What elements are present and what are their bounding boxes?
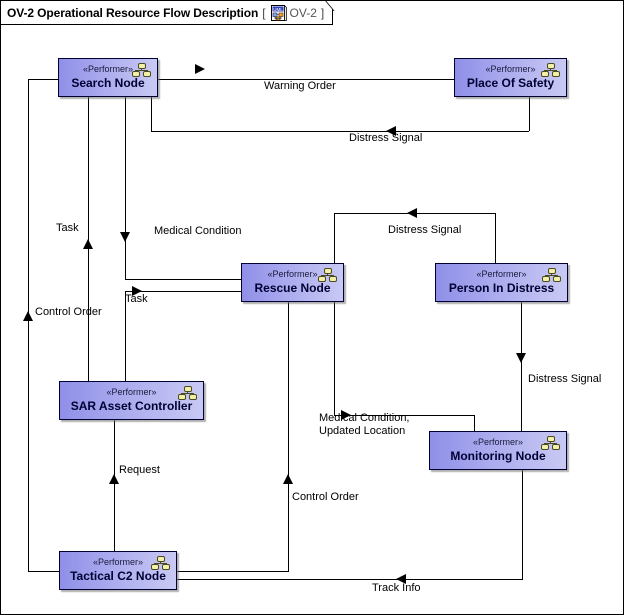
edge-mcul-h: [334, 415, 475, 416]
performer-icon: [542, 268, 562, 283]
edge-task-to-rescue-v: [125, 291, 126, 381]
edge-control-order-search-h-bottom: [28, 571, 59, 572]
node-stereotype: «Performer»: [485, 64, 536, 74]
node-label: Monitoring Node: [450, 449, 546, 463]
edge-distress-to-rescue-v-right: [495, 213, 496, 263]
edge-control-order-rescue-h: [177, 571, 289, 572]
performer-icon: [318, 268, 338, 283]
edge-distress-to-monitoring-v: [521, 302, 522, 431]
edge-task-to-rescue-arrowhead: [132, 286, 142, 296]
edge-distress-to-search-arrowhead: [386, 126, 396, 136]
performer-icon: [541, 63, 561, 78]
edge-medical-condition-v: [125, 97, 126, 280]
edge-label-control-order-rescue: Control Order: [292, 491, 359, 503]
edge-task-to-search-arrowhead: [83, 239, 93, 249]
edge-warning-order-arrowhead: [195, 64, 205, 74]
edge-distress-to-monitoring-arrowhead: [516, 353, 526, 363]
edge-track-info-v: [522, 470, 523, 580]
edge-label-task-to-search: Task: [56, 222, 79, 234]
edge-label-distress-to-search: Distress Signal: [349, 132, 423, 144]
node-stereotype: «Performer»: [472, 437, 524, 447]
node-label: Person In Distress: [448, 281, 555, 295]
node-sar-asset-controller[interactable]: «Performer» SAR Asset Controller: [59, 381, 204, 420]
edge-label-warning-order: Warning Order: [264, 80, 336, 92]
node-search-node[interactable]: «Performer» Search Node: [58, 58, 158, 97]
node-label: Search Node: [71, 76, 145, 90]
edge-task-to-rescue-h: [125, 291, 241, 292]
edge-distress-to-rescue-v-left: [334, 213, 335, 263]
diagram-ref-label: OV-2: [289, 5, 317, 20]
node-monitoring-node[interactable]: «Performer» Monitoring Node: [429, 431, 567, 470]
edge-medical-condition-arrowhead: [120, 232, 130, 242]
uml-diagram-icon: UML: [270, 4, 287, 21]
edge-distress-to-search-h: [151, 131, 529, 132]
node-person-in-distress[interactable]: «Performer» Person In Distress: [435, 263, 568, 302]
edge-control-order-rescue-arrowhead: [283, 474, 293, 484]
edge-mcul-arrowhead: [341, 410, 351, 420]
performer-icon: [178, 386, 198, 401]
edge-request-v: [114, 420, 115, 551]
edge-warning-order-line: [158, 79, 454, 80]
edge-control-order-search-v: [28, 79, 29, 572]
bracket-close: ]: [320, 5, 325, 20]
svg-text:UML: UML: [273, 7, 283, 12]
node-stereotype: «Performer»: [476, 269, 527, 279]
edge-label-track-info: Track Info: [372, 582, 421, 594]
node-label: Rescue Node: [254, 281, 331, 295]
edge-track-info-h: [177, 579, 523, 580]
node-label: SAR Asset Controller: [70, 399, 193, 413]
edge-control-order-rescue-v: [288, 302, 289, 572]
edge-label-mcul: Medical Condition, Updated Location: [319, 412, 410, 437]
page-title: OV-2 Operational Resource Flow Descripti…: [7, 5, 259, 20]
edge-mcul-v-left: [334, 302, 335, 416]
edge-label-distress-to-monitoring: Distress Signal: [528, 373, 602, 385]
node-tactical-c2-node[interactable]: «Performer» Tactical C2 Node: [59, 551, 177, 590]
edge-label-medical-condition: Medical Condition: [154, 225, 242, 237]
edge-label-task-to-rescue: Task: [125, 293, 148, 305]
node-rescue-node[interactable]: «Performer» Rescue Node: [241, 263, 344, 302]
bracket-open: [: [262, 5, 266, 20]
node-label: Place Of Safety: [466, 76, 555, 90]
node-stereotype: «Performer»: [106, 387, 157, 397]
diagram-header-tab[interactable]: OV-2 Operational Resource Flow Descripti…: [1, 1, 334, 25]
node-stereotype: «Performer»: [92, 557, 144, 567]
edge-label-control-order-search: Control Order: [35, 306, 102, 318]
edge-distress-to-rescue-arrowhead: [407, 208, 417, 218]
performer-icon: [151, 556, 171, 571]
performer-icon: [132, 63, 152, 78]
edge-distress-to-search-v-left: [151, 97, 152, 132]
edge-track-info-arrowhead: [396, 574, 406, 584]
edge-control-order-search-h-top: [28, 79, 59, 80]
performer-icon: [541, 436, 561, 451]
node-label: Tactical C2 Node: [70, 569, 166, 583]
edge-label-distress-to-rescue: Distress Signal: [388, 224, 462, 236]
node-stereotype: «Performer»: [82, 64, 134, 74]
edge-request-arrowhead: [109, 474, 119, 484]
node-place-of-safety[interactable]: «Performer» Place Of Safety: [454, 58, 567, 97]
edge-mcul-v-right: [474, 415, 475, 432]
node-stereotype: «Performer»: [267, 269, 318, 279]
edge-distress-to-search-v-right: [529, 97, 530, 131]
edge-medical-condition-h: [125, 279, 241, 280]
edge-label-request: Request: [119, 464, 160, 476]
edge-control-order-search-arrowhead: [23, 311, 33, 321]
